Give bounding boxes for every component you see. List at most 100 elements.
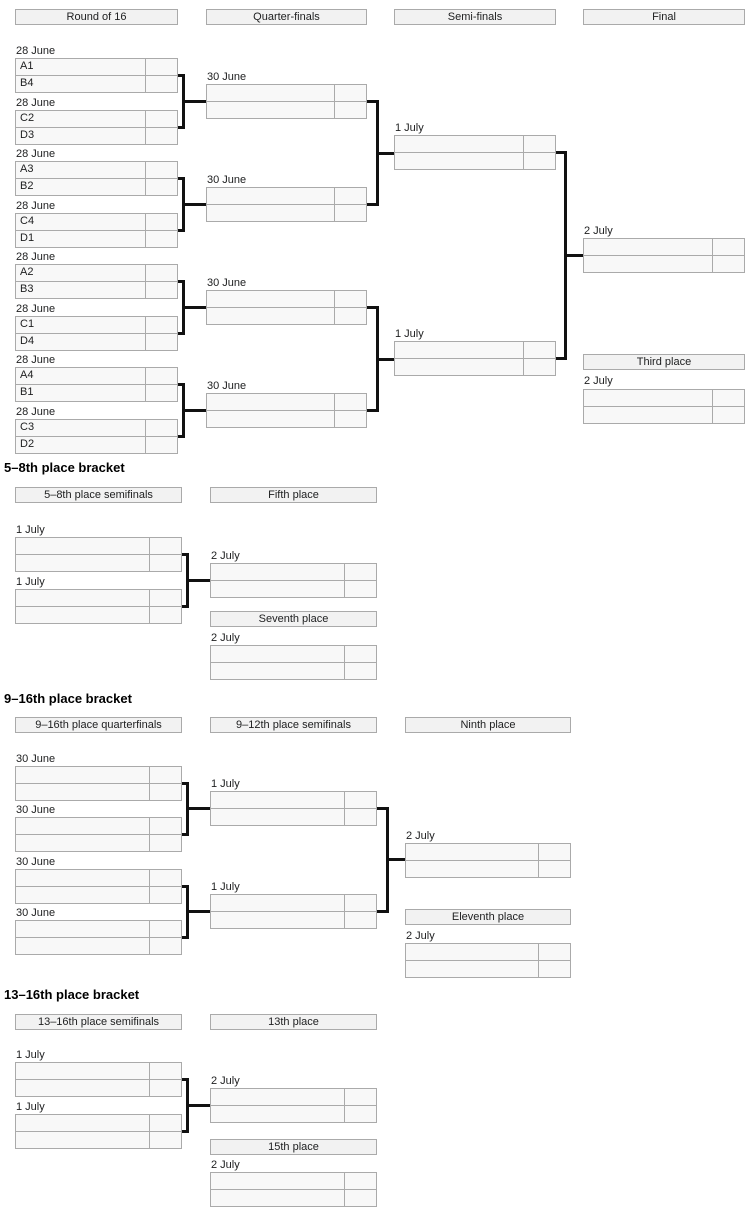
match-13-16-sf-1 [15,1062,182,1097]
team-row [406,844,570,860]
column-header-fifth-place: Fifth place [210,487,377,503]
score-cell [149,1080,181,1096]
match-9-16-qf-2 [15,817,182,852]
score-cell [334,205,366,221]
team-row [584,255,744,272]
match-date: 1 July [395,328,424,340]
match-date: 2 July [211,1075,240,1087]
connector-line [182,833,189,836]
match-r16-2: C2 D3 [15,110,178,145]
match-date: 30 June [207,174,247,186]
team-name [406,844,538,860]
score-cell [344,809,376,825]
match-date: 30 June [207,380,247,392]
score-cell [334,411,366,427]
score-cell [344,1106,376,1122]
score-cell [149,538,181,554]
score-cell [712,407,744,423]
team-row [207,410,366,427]
match-date: 1 July [211,778,240,790]
score-cell [344,792,376,808]
team-name: C3 [20,421,35,433]
team-row: B3 [16,281,177,298]
match-r16-7: A4 B1 [15,367,178,402]
team-name: B1 [20,386,34,398]
team-name [406,961,538,977]
connector-line [186,910,210,913]
team-name [207,411,334,427]
team-row [395,136,555,152]
score-cell [712,390,744,406]
score-cell [145,59,177,75]
match-9-12-sf-2 [210,894,377,929]
match-date: 1 July [16,1049,45,1061]
match-sf-1 [394,135,556,170]
team-row [211,1105,376,1122]
match-r16-3: A3 B2 [15,161,178,196]
column-header-third-place: Third place [583,354,745,370]
team-name [207,85,334,101]
team-name [16,555,149,571]
team-row: D3 [16,127,177,144]
team-name [16,767,149,783]
team-name [211,1190,344,1206]
score-cell [334,308,366,324]
match-r16-6: C1 D4 [15,316,178,351]
team-name: D2 [20,438,35,450]
connector-line [178,280,185,283]
score-cell [523,359,555,375]
match-date: 2 July [584,225,613,237]
team-row [207,188,366,204]
team-name: A3 [20,163,34,175]
team-row: C4 [16,214,177,230]
match-date: 1 July [16,576,45,588]
match-date: 1 July [211,881,240,893]
team-name [207,205,334,221]
team-row: C3 [16,420,177,436]
team-name: D4 [20,335,35,347]
team-name: C4 [20,215,35,227]
team-row: B2 [16,178,177,195]
match-r16-8: C3 D2 [15,419,178,454]
team-row [211,564,376,580]
team-name [211,564,344,580]
column-header-13-16-semifinals: 13–16th place semifinals [15,1014,182,1030]
team-name [395,136,523,152]
team-row [16,1079,181,1096]
column-header-round-of-16: Round of 16 [15,9,178,25]
connector-line [178,177,185,180]
team-name [16,835,149,851]
match-final [583,238,745,273]
team-name [16,938,149,954]
team-row [16,921,181,937]
match-date: 1 July [16,1101,45,1113]
score-cell [149,1132,181,1148]
match-5-8-sf-1 [15,537,182,572]
match-date: 30 June [16,907,56,919]
connector-line [376,152,394,155]
column-header-quarter-finals: Quarter-finals [206,9,367,25]
connector-line [186,579,210,582]
score-cell [334,188,366,204]
score-cell [334,291,366,307]
team-row [207,307,366,324]
score-cell [145,385,177,401]
connector-line [367,203,379,206]
section-title-5-8: 5–8th place bracket [4,460,125,475]
team-name [16,1080,149,1096]
team-row: C1 [16,317,177,333]
team-name [211,1173,344,1189]
score-cell [145,368,177,384]
match-qf-3 [206,290,367,325]
match-date: 30 June [207,71,247,83]
connector-line [182,936,189,939]
team-row: C2 [16,111,177,127]
score-cell [334,102,366,118]
score-cell [344,1190,376,1206]
section-title-13-16: 13–16th place bracket [4,987,140,1002]
score-cell [145,437,177,453]
connector-line [182,605,189,608]
score-cell [145,76,177,92]
score-cell [523,342,555,358]
match-date: 1 July [16,524,45,536]
